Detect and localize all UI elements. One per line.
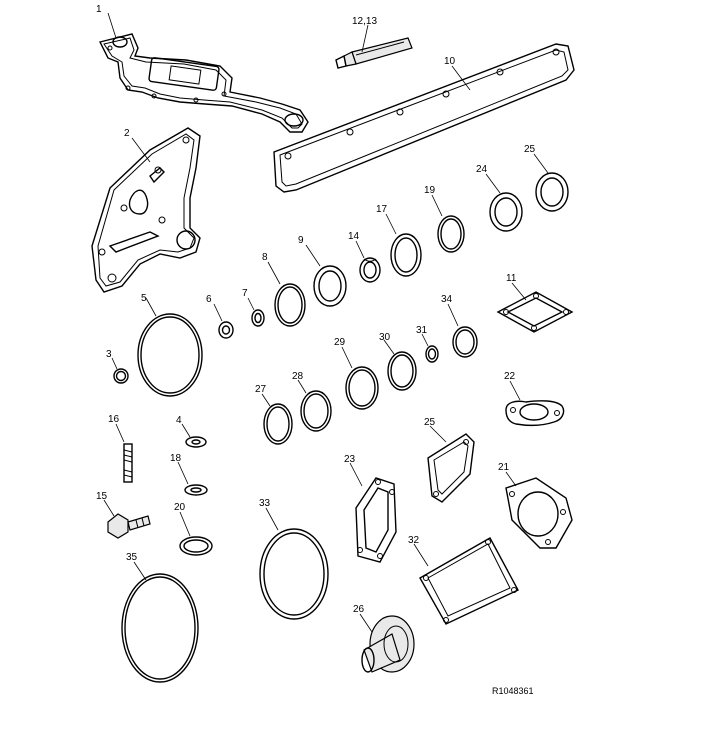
part-30-label: 30 <box>379 332 391 343</box>
part-9-label: 9 <box>298 235 304 246</box>
part-6-label: 6 <box>206 294 212 305</box>
part-26-label: 26 <box>353 604 365 615</box>
part-18-washer <box>184 484 208 496</box>
part-16-label: 15 <box>96 491 108 502</box>
part-33-label: 33 <box>259 498 271 509</box>
part-4-washer <box>185 436 207 448</box>
part-28-label: 28 <box>292 371 304 382</box>
part-32-cover-gasket <box>419 537 519 625</box>
part-14-label: 14 <box>348 231 360 242</box>
part-31-o-ring <box>425 345 439 363</box>
figure-reference-number: R1048361 <box>492 686 534 696</box>
part-28-o-ring <box>300 390 332 432</box>
part-23-o-ring <box>489 192 523 232</box>
part-35-label: 35 <box>126 552 138 563</box>
part-34-o-ring <box>452 326 478 358</box>
part-12-13-sealant-tube <box>335 37 413 69</box>
part-3-label: 3 <box>106 349 112 360</box>
part-4-label: 4 <box>176 415 182 426</box>
part-16-bolt <box>107 513 151 539</box>
part-1-label: 1 <box>96 4 102 15</box>
part-33-o-ring <box>259 528 329 620</box>
part-30-o-ring <box>387 351 417 391</box>
part-35-o-ring <box>121 573 199 683</box>
part-20-housing-gasket <box>505 477 573 549</box>
part-8-o-ring <box>274 283 306 327</box>
part-6-washer <box>218 321 234 339</box>
part-22-label: 22 <box>504 371 516 382</box>
part-18-label: 18 <box>170 453 182 464</box>
part-29-label: 29 <box>334 337 346 348</box>
part-7-label: 7 <box>242 288 248 299</box>
part-17-o-ring <box>390 233 422 277</box>
part-2-front-cover-gasket <box>91 127 201 293</box>
part-9-o-ring <box>313 265 347 307</box>
part-17-label: 17 <box>376 204 388 215</box>
part-25-o-ring <box>535 172 569 212</box>
part-8-label: 8 <box>262 252 268 263</box>
part-24-label: 23 <box>344 454 356 465</box>
part-25-thermostat-gasket <box>427 433 475 503</box>
part-15-label: 16 <box>108 414 120 425</box>
part-11-label: 11 <box>506 273 517 284</box>
part-26-thermostat <box>361 615 415 673</box>
part-25-label-top: 25 <box>524 144 536 155</box>
part-1-bracket-gasket <box>98 33 309 133</box>
part-15-stud <box>123 443 133 483</box>
part-31-label: 31 <box>416 325 428 336</box>
part-27-o-ring <box>263 403 293 445</box>
part-5-label: 5 <box>141 293 147 304</box>
part-2-label: 2 <box>124 128 130 139</box>
part-24-outlet-gasket <box>355 477 397 563</box>
part-3-o-ring <box>113 368 129 384</box>
part-22-flange-gasket <box>505 400 565 427</box>
part-25-label-bottom: 25 <box>424 417 436 428</box>
part-19-label: 19 <box>424 185 436 196</box>
part-19-o-ring <box>437 215 465 253</box>
part-29-o-ring <box>345 366 379 410</box>
part-27-label: 27 <box>255 384 267 395</box>
part-20-label: 21 <box>498 462 510 473</box>
part-21-label: 20 <box>174 502 186 513</box>
part-10-label: 10 <box>444 56 456 67</box>
part-12-13-label: 12,13 <box>352 16 377 27</box>
part-21-sealing-washer <box>179 536 213 556</box>
part-32-label: 32 <box>408 535 420 546</box>
part-14-seal <box>359 257 381 283</box>
part-34-label: 34 <box>441 294 453 305</box>
part-11-flange-gasket <box>496 291 574 333</box>
part-10-rocker-cover-gasket <box>273 43 575 193</box>
part-23-label: 24 <box>476 164 488 175</box>
part-5-o-ring <box>137 313 203 397</box>
part-7-washer <box>251 309 265 327</box>
